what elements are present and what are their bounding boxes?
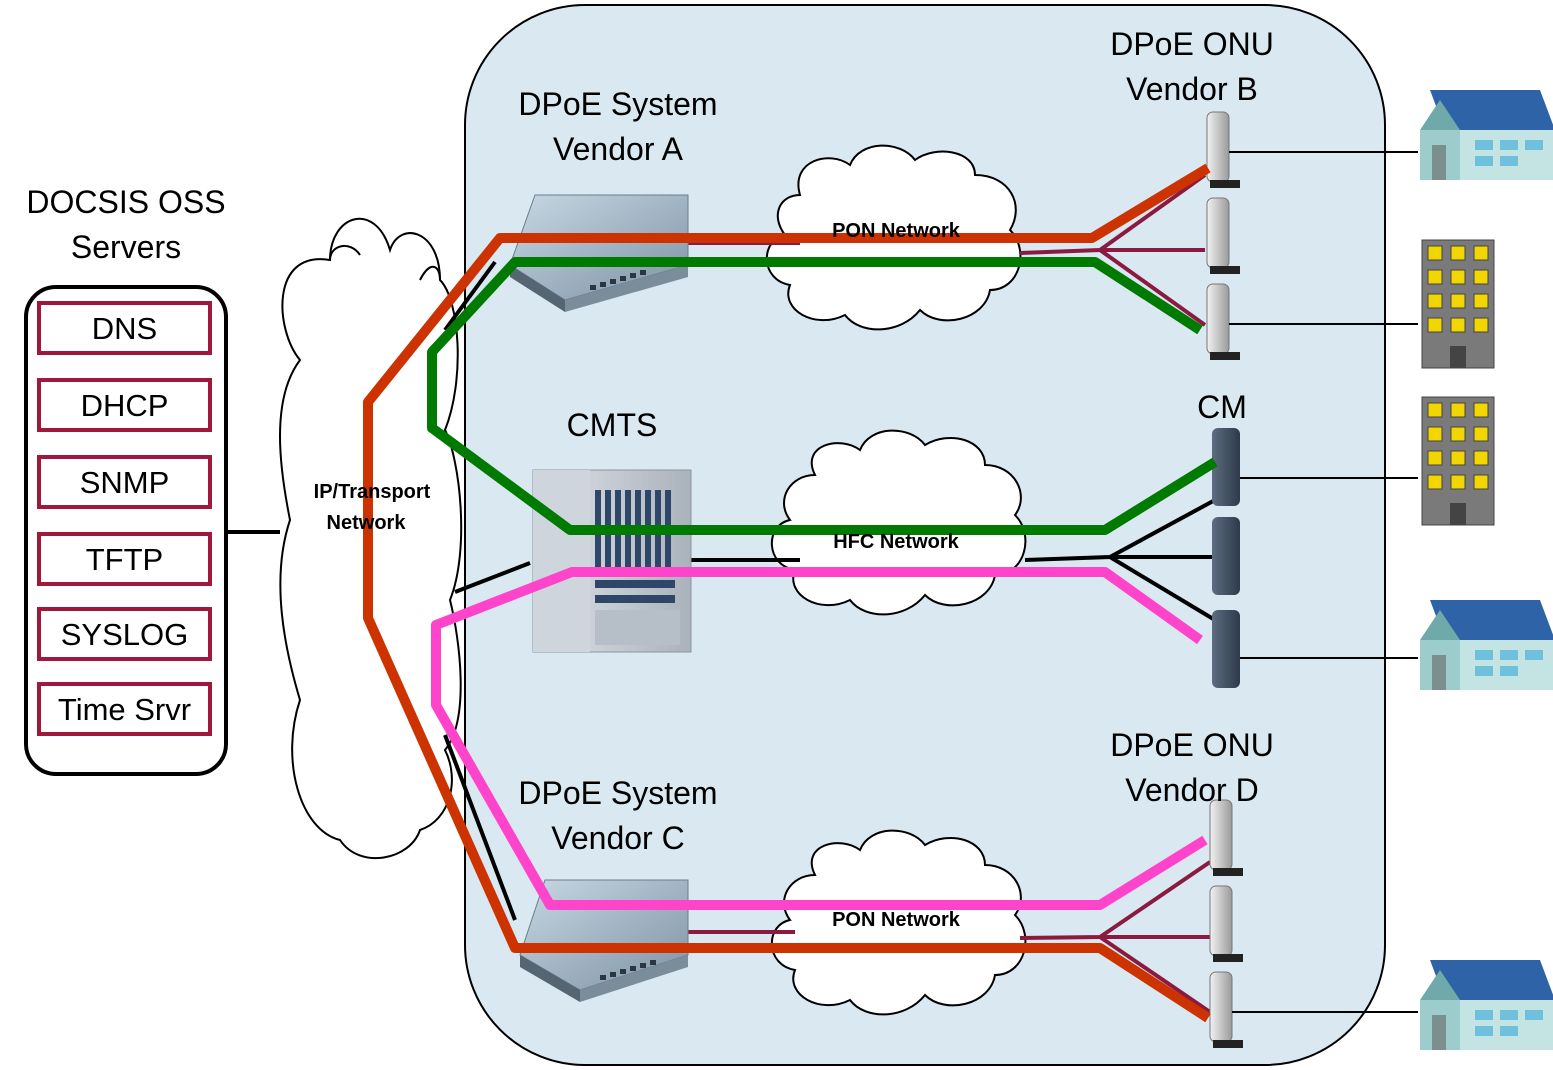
cable-modem xyxy=(1212,517,1240,595)
server-dhcp-label: DHCP xyxy=(81,388,169,423)
office-building-icon xyxy=(1421,396,1495,526)
onu-group-vendor-b xyxy=(1206,111,1240,360)
dpoe-system-vendor-a xyxy=(509,194,689,312)
dpoe-c-label-line2: Vendor C xyxy=(551,820,684,856)
pon-top-label: PON Network xyxy=(832,220,961,242)
server-snmp-label: SNMP xyxy=(80,465,170,500)
dpoe-c-label-line1: DPoE System xyxy=(518,775,717,811)
path-orange xyxy=(363,163,1211,1023)
onu-device xyxy=(1209,885,1243,962)
pon-bottom-label: PON Network xyxy=(832,909,961,931)
server-box-tftp xyxy=(37,532,212,586)
oss-title-line1: DOCSIS OSS xyxy=(26,184,225,220)
office-building-icon xyxy=(1421,239,1495,369)
server-box-dns xyxy=(37,301,212,355)
onu-device xyxy=(1209,971,1243,1048)
oss-title-line2: Servers xyxy=(71,229,181,265)
path-pink xyxy=(431,567,1208,910)
hfc-label: HFC Network xyxy=(833,531,959,553)
cmts-chassis xyxy=(532,469,692,653)
cm-label: CM xyxy=(1197,389,1247,425)
server-time-label: Time Srvr xyxy=(58,692,191,727)
transport-label-line2: Network xyxy=(327,512,407,534)
onu-device xyxy=(1206,197,1240,274)
server-dns-label: DNS xyxy=(92,311,157,346)
house-icon xyxy=(1420,960,1553,1050)
subscriber-links xyxy=(1229,151,1418,1013)
dpoe-a-label-line1: DPoE System xyxy=(518,86,717,122)
cable-modem xyxy=(1212,610,1240,688)
path-green xyxy=(427,257,1218,535)
onu-b-label-line1: DPoE ONU xyxy=(1110,26,1274,62)
cable-modems xyxy=(1212,428,1240,688)
onu-device xyxy=(1206,111,1240,188)
server-box-snmp xyxy=(37,455,212,509)
onu-device xyxy=(1209,799,1243,876)
onu-d-label-line1: DPoE ONU xyxy=(1110,727,1274,763)
house-icon xyxy=(1420,90,1553,180)
house-icon xyxy=(1420,600,1553,690)
cable-modem xyxy=(1212,428,1240,506)
server-box-syslog xyxy=(37,607,212,661)
oss-server-panel: DNS DHCP SNMP TFTP SYSLOG Time Srvr xyxy=(24,285,228,776)
onu-d-label-line2: Vendor D xyxy=(1125,772,1258,808)
pon-cloud-bottom xyxy=(770,829,1027,1016)
server-syslog-label: SYSLOG xyxy=(61,617,189,652)
server-tftp-label: TFTP xyxy=(86,542,164,577)
server-box-dhcp xyxy=(37,378,212,432)
server-box-time xyxy=(37,682,212,736)
service-paths xyxy=(363,163,1218,1023)
onu-group-vendor-d xyxy=(1209,799,1243,1048)
cmts-label: CMTS xyxy=(567,407,658,443)
dpoe-a-label-line2: Vendor A xyxy=(553,131,684,167)
black-links xyxy=(228,260,1217,921)
onu-device xyxy=(1206,283,1240,360)
transport-label-line1: IP/Transport xyxy=(314,481,431,503)
onu-b-label-line2: Vendor B xyxy=(1126,71,1258,107)
